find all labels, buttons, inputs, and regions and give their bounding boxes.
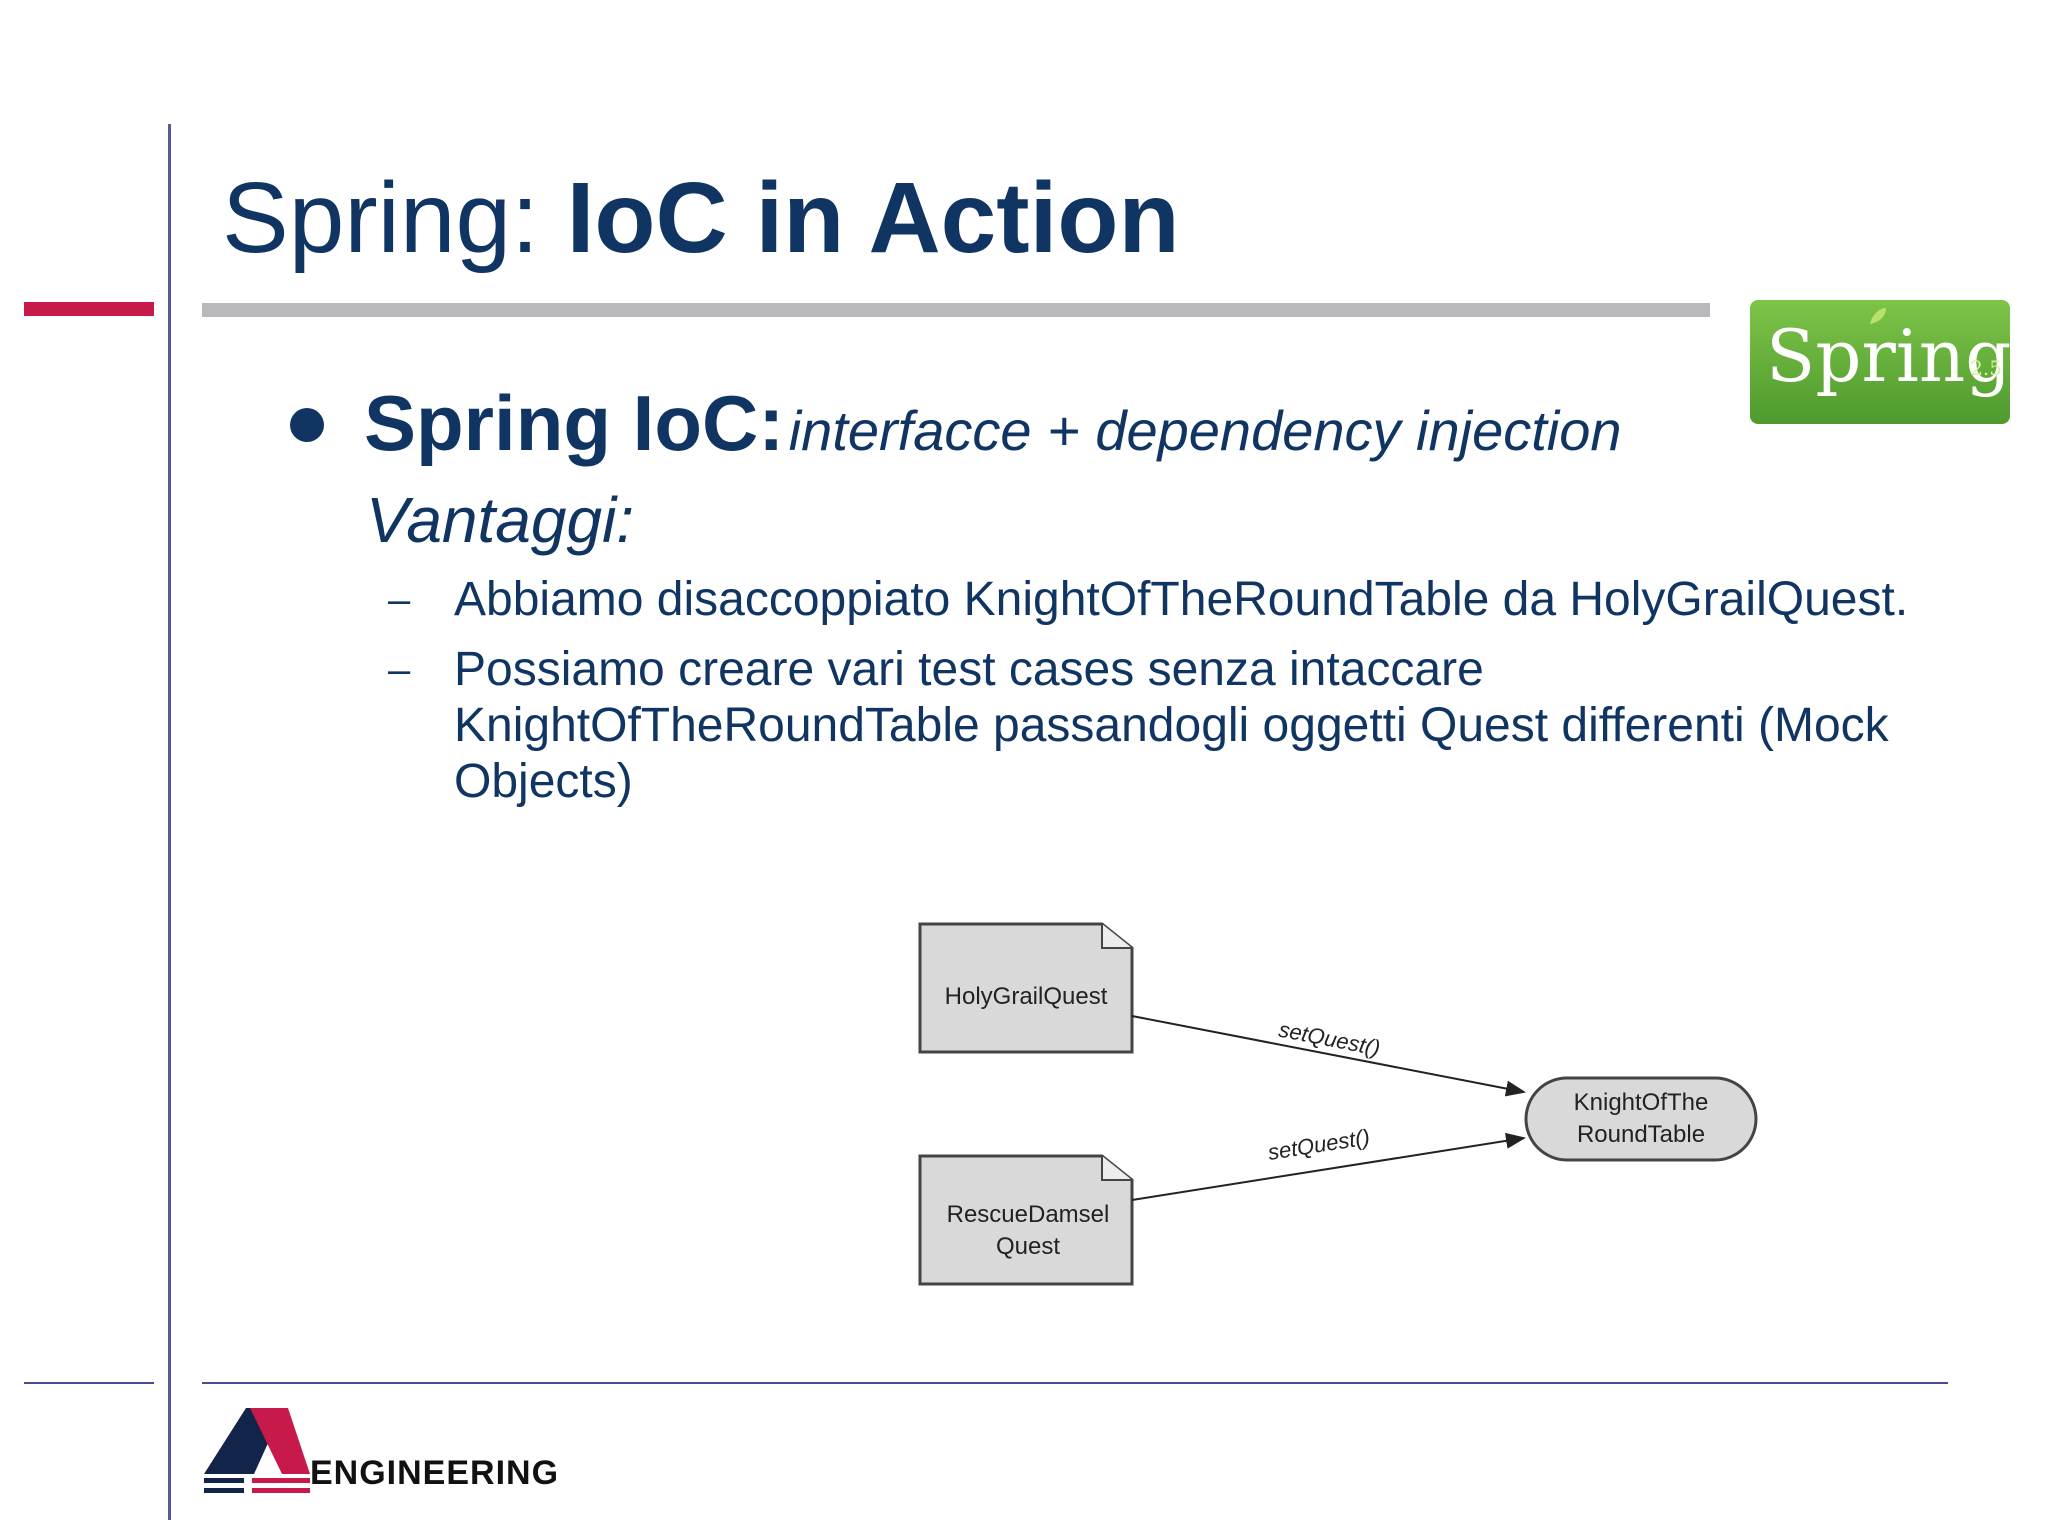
bullet-icon	[290, 408, 324, 442]
dependency-diagram: HolyGrailQuest RescueDamsel Quest Knight…	[918, 922, 1758, 1286]
title-divider	[202, 303, 1710, 317]
knightoftheroundtable-label-line2: RoundTable	[1577, 1121, 1705, 1148]
main-bullet: Spring IoC: interfacce + dependency inje…	[364, 378, 1622, 491]
left-vertical-rule	[168, 124, 171, 1520]
list-item: – Abbiamo disaccoppiato KnightOfTheRound…	[388, 572, 2008, 628]
setquest-arrow-2	[1131, 1132, 1526, 1201]
slide-title-prefix: Spring:	[222, 162, 567, 274]
footer-rule-right	[202, 1382, 1948, 1384]
list-item: – Possiamo creare vari test cases senza …	[388, 642, 2008, 810]
knightoftheroundtable-node: KnightOfThe RoundTable	[1524, 1076, 1758, 1162]
title-accent-bar	[24, 302, 154, 316]
bullet-description: interfacce + dependency injection	[788, 399, 1622, 462]
setquest-arrow-1	[1131, 1015, 1526, 1097]
holygrailquest-label: HolyGrailQuest	[945, 983, 1108, 1010]
rescuedamselquest-box: RescueDamsel Quest	[918, 1154, 1134, 1286]
list-item-text: Possiamo creare vari test cases senza in…	[454, 643, 1889, 808]
footer-rule-left	[24, 1382, 154, 1384]
slide-title-main: IoC in Action	[566, 162, 1180, 274]
bullet-label: Spring IoC:	[364, 379, 785, 467]
setquest-label-2: setQuest()	[1266, 1124, 1371, 1165]
spring-logo: Spring 2.5	[1750, 300, 2010, 424]
advantages-list: – Abbiamo disaccoppiato KnightOfTheRound…	[388, 572, 2008, 824]
vantaggi-heading: Vantaggi:	[366, 484, 635, 556]
knightoftheroundtable-label-line1: KnightOfThe	[1574, 1089, 1709, 1116]
dash-icon: –	[388, 648, 411, 692]
rescuedamselquest-label-line2: Quest	[996, 1233, 1060, 1260]
dash-icon: –	[388, 578, 411, 622]
spring-logo-version: 2.5	[1970, 356, 2002, 380]
holygrailquest-box: HolyGrailQuest	[918, 922, 1134, 1054]
spring-logo-text: Spring	[1766, 314, 2010, 398]
leaf-icon	[1870, 308, 1886, 324]
slide-title: Spring: IoC in Action	[222, 158, 1180, 278]
rescuedamselquest-label-line1: RescueDamsel	[947, 1201, 1110, 1228]
company-name: ENGINEERING	[310, 1454, 560, 1492]
list-item-text: Abbiamo disaccoppiato KnightOfTheRoundTa…	[454, 573, 1909, 626]
engineering-logo	[204, 1408, 310, 1493]
